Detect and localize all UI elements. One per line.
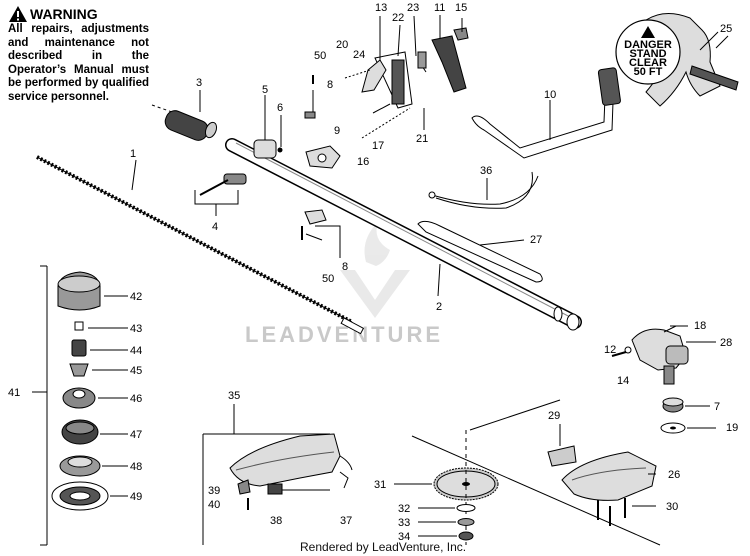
part-number-labels: 1 2 3 4 5 6 7 8 8 9 10 11 12 13 14 15 16… bbox=[8, 2, 738, 543]
label-part-16: 16 bbox=[357, 156, 369, 168]
label-part-14: 14 bbox=[617, 375, 629, 387]
label-part-35: 35 bbox=[228, 390, 240, 402]
part-rear-handle bbox=[431, 15, 469, 93]
label-part-30: 30 bbox=[666, 501, 678, 513]
label-part-22: 22 bbox=[392, 12, 404, 24]
part-tube-clamp bbox=[253, 95, 283, 159]
label-part-46: 46 bbox=[130, 393, 142, 405]
label-part-4: 4 bbox=[212, 221, 218, 233]
label-part-6: 6 bbox=[277, 102, 283, 114]
label-part-27: 27 bbox=[530, 234, 542, 246]
label-part-2: 2 bbox=[436, 301, 442, 313]
label-part-8a: 8 bbox=[327, 79, 333, 91]
label-part-21: 21 bbox=[416, 133, 428, 145]
part-flex-shaft bbox=[36, 155, 365, 335]
part-7-collar bbox=[662, 397, 710, 413]
label-part-20: 20 bbox=[336, 39, 348, 51]
part-saw-blade bbox=[394, 430, 499, 545]
label-part-42: 42 bbox=[130, 291, 142, 303]
part-throttle-handle bbox=[344, 51, 427, 139]
label-part-32: 32 bbox=[398, 503, 410, 515]
label-part-8b: 8 bbox=[342, 261, 348, 273]
part-9-bracket bbox=[304, 75, 341, 169]
label-part-13: 13 bbox=[375, 2, 387, 14]
label-part-17: 17 bbox=[372, 140, 384, 152]
part-shaft-sheath bbox=[417, 220, 543, 283]
label-part-49: 49 bbox=[130, 491, 142, 503]
label-part-33: 33 bbox=[398, 517, 410, 529]
part-4-bracket bbox=[194, 173, 247, 216]
label-part-36: 36 bbox=[480, 165, 492, 177]
decal-line-4: 50 FT bbox=[634, 66, 663, 78]
label-part-39: 39 bbox=[208, 485, 220, 497]
label-part-15: 15 bbox=[455, 2, 467, 14]
label-part-18: 18 bbox=[694, 320, 706, 332]
label-part-9: 9 bbox=[334, 125, 340, 137]
label-part-12: 12 bbox=[604, 344, 616, 356]
label-part-38: 38 bbox=[270, 515, 282, 527]
leader-lines bbox=[131, 15, 729, 297]
label-part-37: 37 bbox=[340, 515, 352, 527]
label-part-44: 44 bbox=[130, 345, 142, 357]
part-drive-tube bbox=[225, 138, 582, 331]
decal-line-3: CLEAR bbox=[629, 57, 667, 69]
label-part-40: 40 bbox=[208, 499, 220, 511]
label-part-48: 48 bbox=[130, 461, 142, 473]
label-part-24: 24 bbox=[353, 49, 365, 61]
part-blade-guard bbox=[202, 404, 353, 545]
label-part-7: 7 bbox=[714, 401, 720, 413]
warning-icon bbox=[9, 6, 27, 22]
label-part-28: 28 bbox=[720, 337, 732, 349]
label-part-10: 10 bbox=[544, 89, 556, 101]
label-part-5: 5 bbox=[262, 84, 268, 96]
trimmer-head-assembly bbox=[32, 265, 128, 546]
warning-text: All repairs, adjustments and maintenance… bbox=[8, 23, 149, 103]
danger-decal: DANGER STAND CLEAR 50 FT bbox=[615, 19, 681, 85]
label-part-43: 43 bbox=[130, 323, 142, 335]
part-8-lower-bracket bbox=[301, 209, 341, 258]
label-part-23: 23 bbox=[407, 2, 419, 14]
decal-line-2: STAND bbox=[629, 48, 666, 60]
label-part-26: 26 bbox=[668, 469, 680, 481]
label-part-25: 25 bbox=[720, 23, 732, 35]
watermark-text: LEADVENTURE bbox=[245, 322, 444, 347]
part-wire bbox=[428, 171, 539, 209]
label-part-19: 19 bbox=[726, 422, 738, 434]
watermark-logo bbox=[340, 222, 410, 318]
part-19-washer bbox=[660, 422, 716, 434]
part-30-screws bbox=[597, 498, 656, 526]
footer-credit: Rendered by LeadVenture, Inc. bbox=[300, 540, 467, 554]
label-part-3: 3 bbox=[196, 77, 202, 89]
part-gear-head bbox=[611, 325, 716, 385]
assembly-lines bbox=[411, 399, 661, 546]
label-part-11: 11 bbox=[434, 2, 445, 14]
label-part-31: 31 bbox=[374, 479, 386, 491]
part-handle-bar bbox=[471, 67, 621, 159]
label-part-41: 41 bbox=[8, 387, 20, 399]
part-grip bbox=[151, 104, 218, 141]
label-part-47: 47 bbox=[130, 429, 142, 441]
label-part-1: 1 bbox=[130, 148, 136, 160]
label-part-45: 45 bbox=[130, 365, 142, 377]
label-part-29: 29 bbox=[548, 410, 560, 422]
label-part-34: 34 bbox=[398, 531, 410, 543]
part-26-guard bbox=[547, 424, 657, 501]
label-part-50a: 50 bbox=[314, 50, 326, 62]
label-part-50b: 50 bbox=[322, 273, 334, 285]
part-blade-hardware bbox=[418, 504, 476, 541]
warning-title: WARNING bbox=[30, 6, 98, 22]
decal-line-1: DANGER bbox=[624, 39, 672, 51]
